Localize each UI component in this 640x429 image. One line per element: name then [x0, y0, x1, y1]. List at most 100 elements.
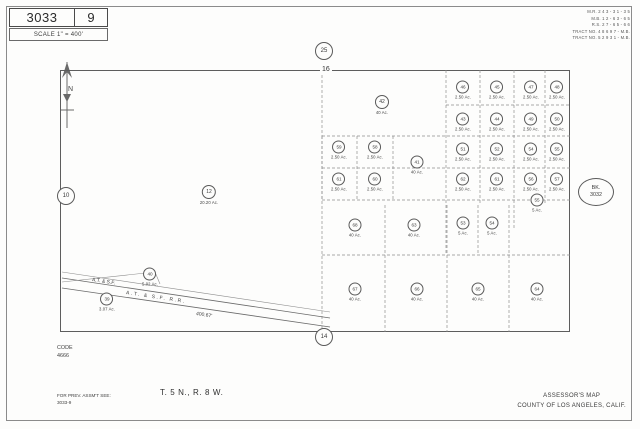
parcel-number: 55: [550, 142, 564, 156]
parcel-number: 51: [456, 142, 470, 156]
parcel-number: 45: [490, 80, 504, 94]
parcel-acreage: 20.20 Ac.: [199, 200, 219, 205]
parcel-acreage: 2.50 Ac.: [455, 94, 471, 100]
parcel-number: 48: [550, 80, 564, 94]
parcel-acreage: 5 Ac.: [532, 207, 542, 213]
parcel-acreage: 40 Ac.: [471, 296, 485, 302]
parcel-number: 65: [471, 282, 485, 296]
parcel-acreage: 2.50 Ac.: [549, 156, 565, 162]
parcel-number: 41: [410, 155, 424, 169]
section-marker-top: 25: [315, 42, 333, 60]
parcel-acreage: 40 Ac.: [410, 296, 424, 302]
parcel-number: 57: [550, 172, 564, 186]
page-number-box: 9: [75, 8, 108, 27]
parcel-acreage: 40 Ac.: [348, 296, 362, 302]
previous-assessment-note: FOR PREV. ASSM'T SEE: 3033-9: [57, 393, 111, 407]
parcel-number: 68: [348, 218, 362, 232]
parcel-acreage: 2.50 Ac.: [489, 156, 505, 162]
parcel-acreage: 5 Ac.: [458, 230, 468, 236]
map-reference: M.R. 2 4 3 - 3 1 - 3 5: [587, 9, 630, 14]
parcel-number: 52: [490, 142, 504, 156]
prev-label: FOR PREV. ASSM'T SEE:: [57, 393, 111, 398]
parcel-acreage: 40 Ac.: [348, 232, 362, 238]
map-reference: TRACT NO. 4 8 6 9 7 - M.B.: [572, 28, 630, 34]
parcel-number: 39: [100, 292, 114, 306]
parcel-number: 42: [375, 95, 389, 109]
parcel-acreage: 2.50 Ac.: [549, 126, 565, 132]
parcel-acreage: 2.50 Ac.: [489, 186, 505, 192]
prev-value: 3033-9: [57, 399, 72, 405]
parcel-number: 47: [524, 80, 538, 94]
parcel-number: 46: [456, 80, 470, 94]
parcel-number: 55: [530, 193, 544, 207]
parcel-number: 53: [456, 216, 470, 230]
parcel-acreage: 2.50 Ac.: [489, 126, 505, 132]
parcel-number: 66: [410, 282, 424, 296]
parcel-number: 59: [332, 140, 346, 154]
scale-box: SCALE 1" = 400': [9, 28, 108, 41]
assessor-line-2: COUNTY OF LOS ANGELES, CALIF.: [517, 402, 626, 409]
adjacent-book-reference: BK. 3032: [578, 178, 614, 206]
parcel-acreage: 2.50 Ac.: [549, 94, 565, 100]
parcel-number: 54: [485, 216, 499, 230]
parcel-number: 67: [348, 282, 362, 296]
parcel-number: 50: [550, 112, 564, 126]
parcel-number: 64: [530, 282, 544, 296]
parcel-number: 61: [332, 172, 346, 186]
parcel-acreage: 2.50 Ac.: [331, 186, 347, 192]
tax-code-block: CODE 4666: [57, 344, 73, 360]
parcel-acreage: 5 Ac.: [487, 230, 497, 236]
parcel-acreage: 40 Ac.: [530, 296, 544, 302]
parcel-number: 61: [490, 172, 504, 186]
parcel-acreage: 2.50 Ac.: [523, 126, 539, 132]
parcel-number: 44: [490, 112, 504, 126]
sheet-border: [6, 6, 632, 421]
book-ref-line2: 3032: [590, 192, 602, 198]
map-reference: M.B. 1 2 - 6 3 - 6 5: [591, 15, 630, 21]
parcel-acreage: 2.50 Ac.: [455, 156, 471, 162]
parcel-number: 12: [202, 185, 216, 199]
parcel-acreage: 40 Ac.: [407, 232, 421, 238]
parcel-number: 60: [368, 172, 382, 186]
parcel-number: 58: [368, 140, 382, 154]
parcel-acreage: 40 Ac.: [375, 110, 389, 115]
parcel-acreage: 2.50 Ac.: [455, 186, 471, 192]
township-range-label: T. 5 N., R. 8 W.: [160, 388, 224, 397]
code-label: CODE: [57, 345, 73, 351]
